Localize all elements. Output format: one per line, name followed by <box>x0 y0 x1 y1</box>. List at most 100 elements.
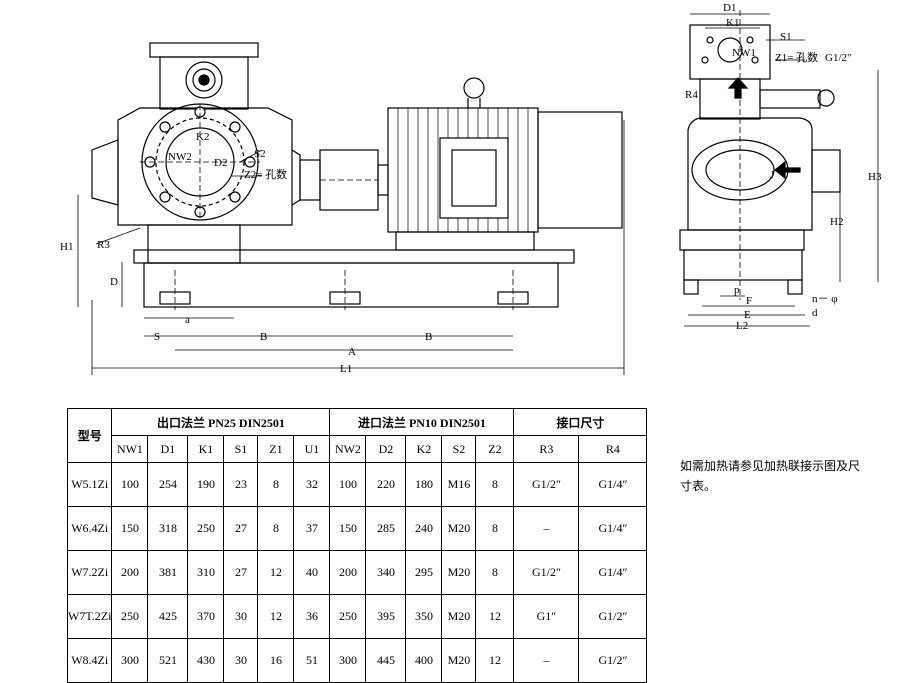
pump-assembly-drawing: K2 NW2 D2 S2 Z2= 孔数 R3 H1 D a S B B A L1 <box>60 2 882 375</box>
k1-label: K1 <box>726 17 739 29</box>
table-cell: 27 <box>223 550 259 595</box>
table-cell: M16 <box>441 462 477 507</box>
table-cell: 521 <box>147 638 189 683</box>
h1-label: H1 <box>60 241 73 253</box>
table-cell: 30 <box>223 594 259 639</box>
table-cell: G1/2″ <box>513 550 580 595</box>
table-cell: 100 <box>111 462 149 507</box>
table-cell: 12 <box>475 594 515 639</box>
l1-label: L1 <box>340 363 352 375</box>
s1-label: S1 <box>780 31 792 43</box>
a-label: a <box>185 314 190 326</box>
g12-label: G1/2" <box>825 52 852 64</box>
model-cell: W5.1Zi <box>66 462 113 507</box>
table-cell: 150 <box>329 506 367 551</box>
f-label: F <box>746 295 752 307</box>
s-label: S <box>154 331 160 343</box>
table-cell: G1/4″ <box>578 550 648 595</box>
table-cell: 425 <box>147 594 189 639</box>
table-cell: 318 <box>147 506 189 551</box>
table-cell: 36 <box>293 594 331 639</box>
table-cell: – <box>513 506 580 551</box>
column-header: U1 <box>293 435 331 463</box>
table-cell: 12 <box>257 594 295 639</box>
model-cell: W7.2Zi <box>66 550 113 595</box>
table-cell: 370 <box>187 594 225 639</box>
table-cell: 250 <box>329 594 367 639</box>
table-cell: 150 <box>111 506 149 551</box>
table-cell: 8 <box>475 550 515 595</box>
r4-label: R4 <box>685 89 698 101</box>
model-header: 型号 <box>66 408 113 463</box>
inlet-header: 进口法兰 PN10 DIN2501 <box>329 408 515 436</box>
table-cell: 200 <box>329 550 367 595</box>
table-cell: G1/4″ <box>578 462 648 507</box>
table-cell: 395 <box>365 594 407 639</box>
outlet-header: 出口法兰 PN25 DIN2501 <box>111 408 331 436</box>
heating-note: 如需加热请参见加热联接示图及尺寸表。 <box>680 459 861 493</box>
table-cell: G1/4″ <box>578 506 648 551</box>
table-cell: M20 <box>441 506 477 551</box>
table-cell: 180 <box>405 462 443 507</box>
spec-table: 型号 出口法兰 PN25 DIN2501 进口法兰 PN10 DIN2501 接… <box>66 408 648 683</box>
column-header: K2 <box>405 435 443 463</box>
table-cell: 310 <box>187 550 225 595</box>
front-view: K2 NW2 D2 S2 Z2= 孔数 R3 H1 D a S B B A L1 <box>60 42 625 375</box>
table-cell: 220 <box>365 462 407 507</box>
table-cell: G1/2″ <box>578 594 648 639</box>
k2-label: K2 <box>196 131 209 143</box>
table-cell: 430 <box>187 638 225 683</box>
nw2-label: NW2 <box>168 151 192 163</box>
b2-label: B <box>425 331 432 343</box>
model-cell: W7T.2Zi <box>66 594 113 639</box>
table-cell: G1″ <box>513 594 580 639</box>
d-label: D <box>110 276 118 288</box>
column-header: Z2 <box>475 435 515 463</box>
side-view: D1 K1 S1 NW1 Z1= 孔数 G1/2" R4 J H3 H2 p F… <box>679 2 882 332</box>
table-cell: 12 <box>257 550 295 595</box>
table-cell: 400 <box>405 638 443 683</box>
a-dim-label: A <box>348 346 356 358</box>
e-label: E <box>744 309 751 321</box>
model-cell: W8.4Zi <box>66 638 113 683</box>
table-cell: 240 <box>405 506 443 551</box>
table-cell: M20 <box>441 550 477 595</box>
model-cell: W6.4Zi <box>66 506 113 551</box>
table-cell: 254 <box>147 462 189 507</box>
table-cell: M20 <box>441 594 477 639</box>
column-header: S1 <box>223 435 259 463</box>
table-cell: 40 <box>293 550 331 595</box>
table-cell: 32 <box>293 462 331 507</box>
table-cell: 200 <box>111 550 149 595</box>
table-cell: 381 <box>147 550 189 595</box>
p-label: p <box>734 284 740 296</box>
j-label: J <box>770 169 775 181</box>
table-cell: 37 <box>293 506 331 551</box>
d-small-label: d <box>812 307 818 319</box>
table-cell: 30 <box>223 638 259 683</box>
b1-label: B <box>260 331 267 343</box>
z1-label: Z1= 孔数 <box>775 51 818 64</box>
table-cell: – <box>513 638 580 683</box>
column-header: R4 <box>578 435 648 463</box>
r3-label: R3 <box>97 239 110 251</box>
table-cell: 100 <box>329 462 367 507</box>
l2-label: L2 <box>736 320 748 332</box>
n-phi-label: n－ φ <box>812 293 838 305</box>
d2-label: D2 <box>214 157 227 169</box>
table-cell: 8 <box>475 506 515 551</box>
column-header: S2 <box>441 435 477 463</box>
column-header: NW1 <box>111 435 149 463</box>
h2-label: H2 <box>830 216 843 228</box>
table-cell: 250 <box>187 506 225 551</box>
h3-label: H3 <box>868 171 882 183</box>
connect-header: 接口尺寸 <box>513 408 648 436</box>
table-cell: 51 <box>293 638 331 683</box>
table-cell: 300 <box>111 638 149 683</box>
table-cell: 16 <box>257 638 295 683</box>
column-header: Z1 <box>257 435 295 463</box>
